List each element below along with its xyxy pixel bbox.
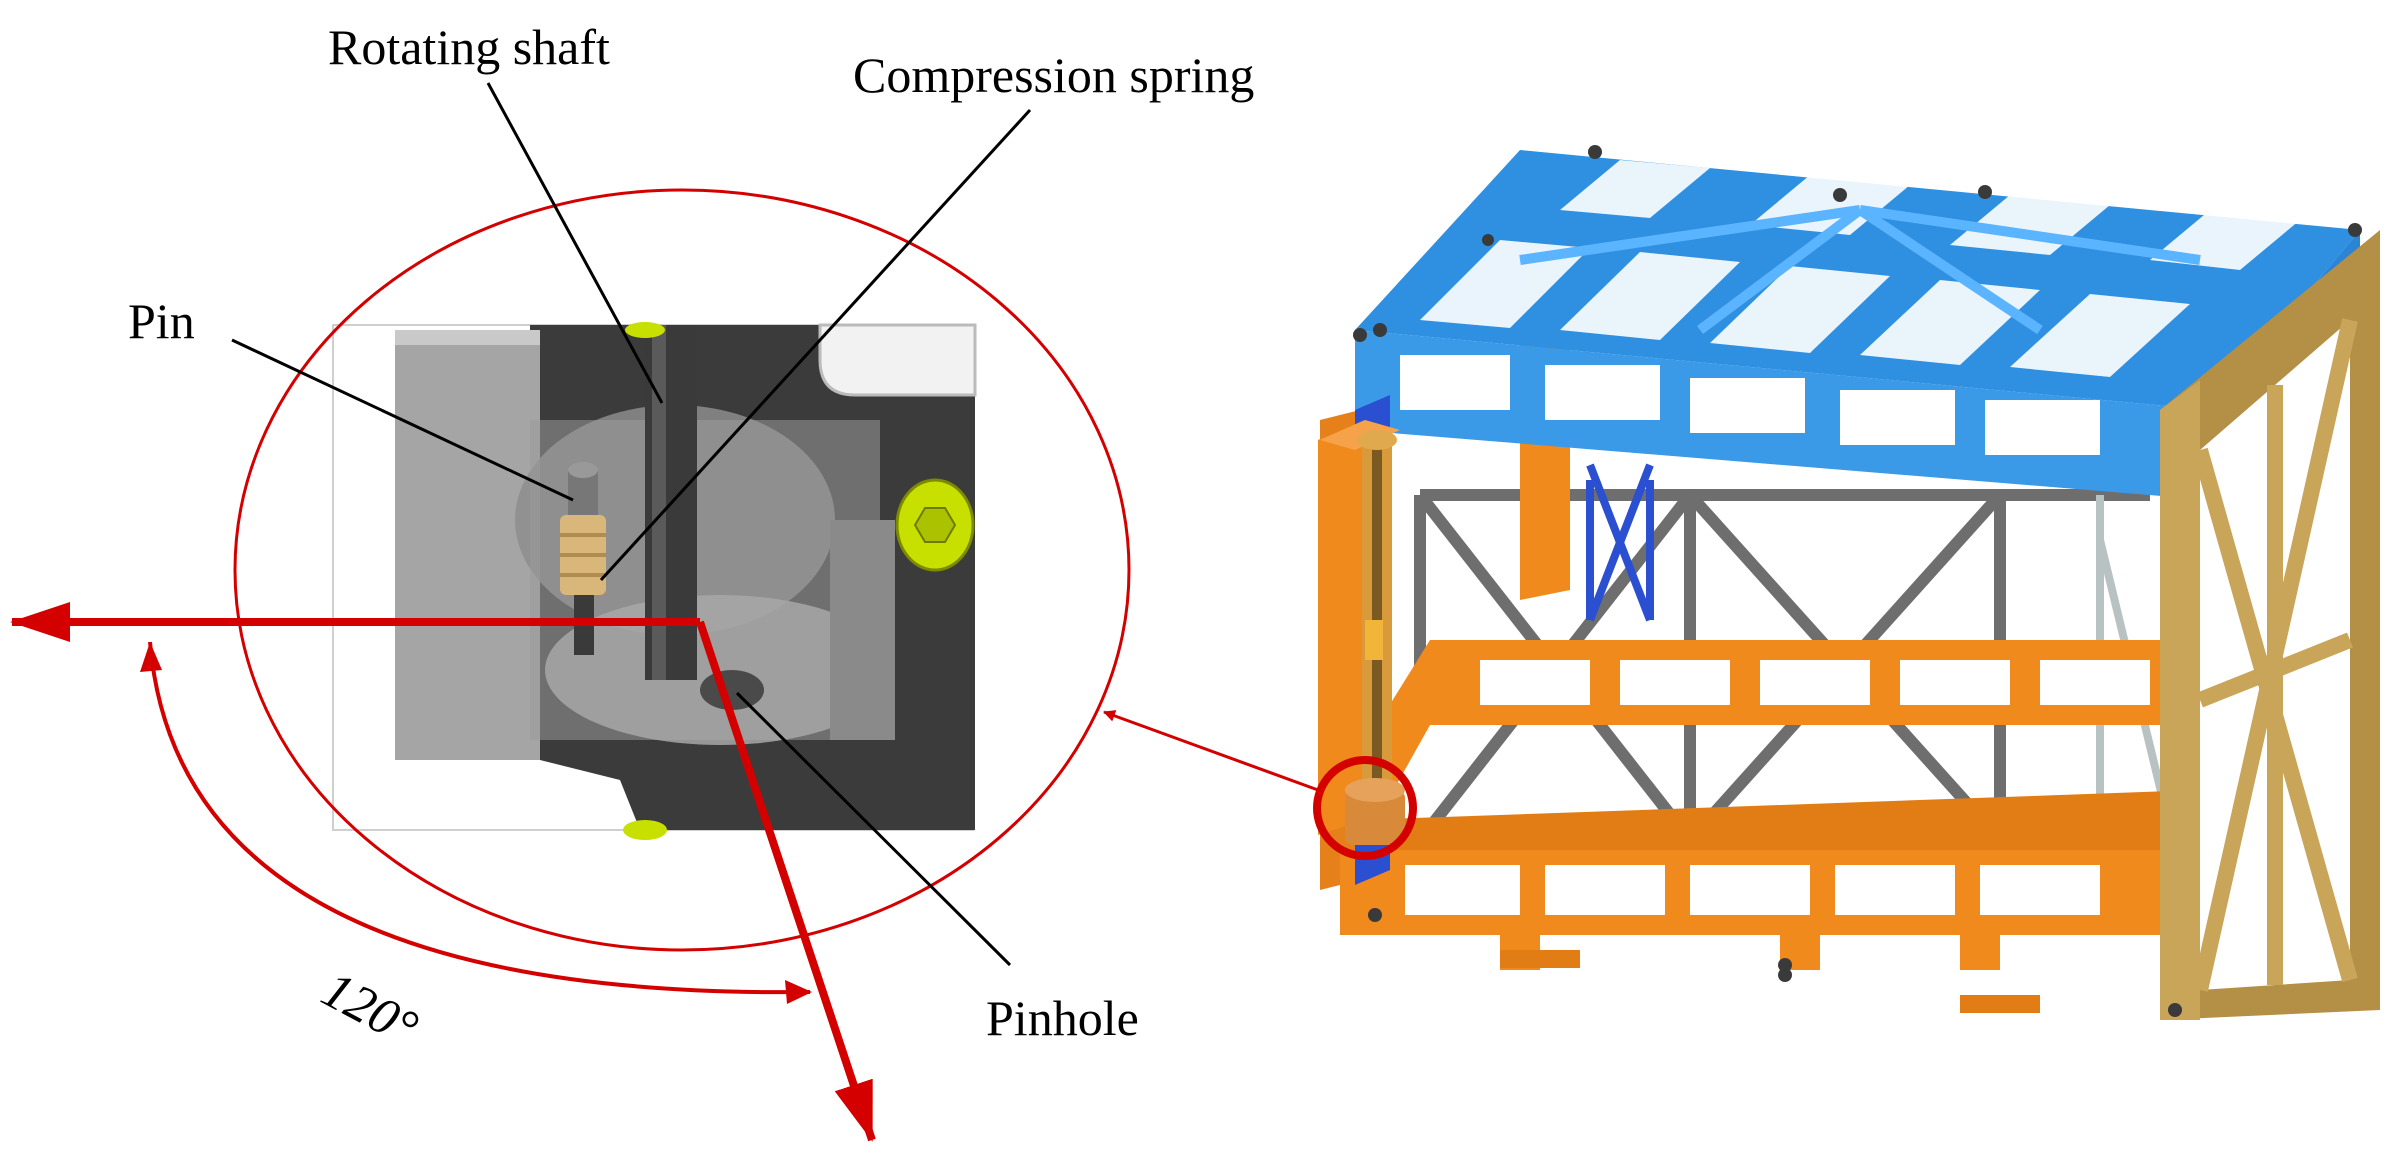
label-rotating-shaft: Rotating shaft xyxy=(328,19,610,75)
detail-callout-ellipse xyxy=(233,188,1131,952)
pinhole-shape xyxy=(700,670,764,710)
leader-pinhole xyxy=(735,691,1012,967)
rotated-vector xyxy=(696,620,876,1142)
leader-rotating-shaft xyxy=(486,82,664,404)
leader-pin xyxy=(231,338,574,502)
label-pinhole: Pinhole xyxy=(986,990,1139,1046)
frame-assembly xyxy=(1318,145,2380,1020)
top-plate xyxy=(818,323,977,397)
grey-block xyxy=(395,330,540,760)
angle-indicator xyxy=(10,602,876,1142)
latch-mechanism xyxy=(1345,430,1405,845)
leader-compression-spring xyxy=(599,108,1032,582)
frame-callout-circle xyxy=(1313,756,1417,860)
callout-arrow xyxy=(1103,710,1319,792)
angle-arc xyxy=(148,641,811,995)
blue-cross-brace xyxy=(1586,463,1654,622)
detail-view xyxy=(332,322,977,840)
leader-lines xyxy=(231,82,1032,967)
orange-base-frame xyxy=(1340,640,2200,1013)
gold-end-frame xyxy=(2160,230,2380,1020)
pin-shape xyxy=(568,470,598,520)
label-compression-spring: Compression spring xyxy=(853,47,1255,103)
blue-top-frame xyxy=(1355,150,2360,500)
label-pin: Pin xyxy=(128,293,195,349)
frame-bolts xyxy=(1353,145,2362,1017)
